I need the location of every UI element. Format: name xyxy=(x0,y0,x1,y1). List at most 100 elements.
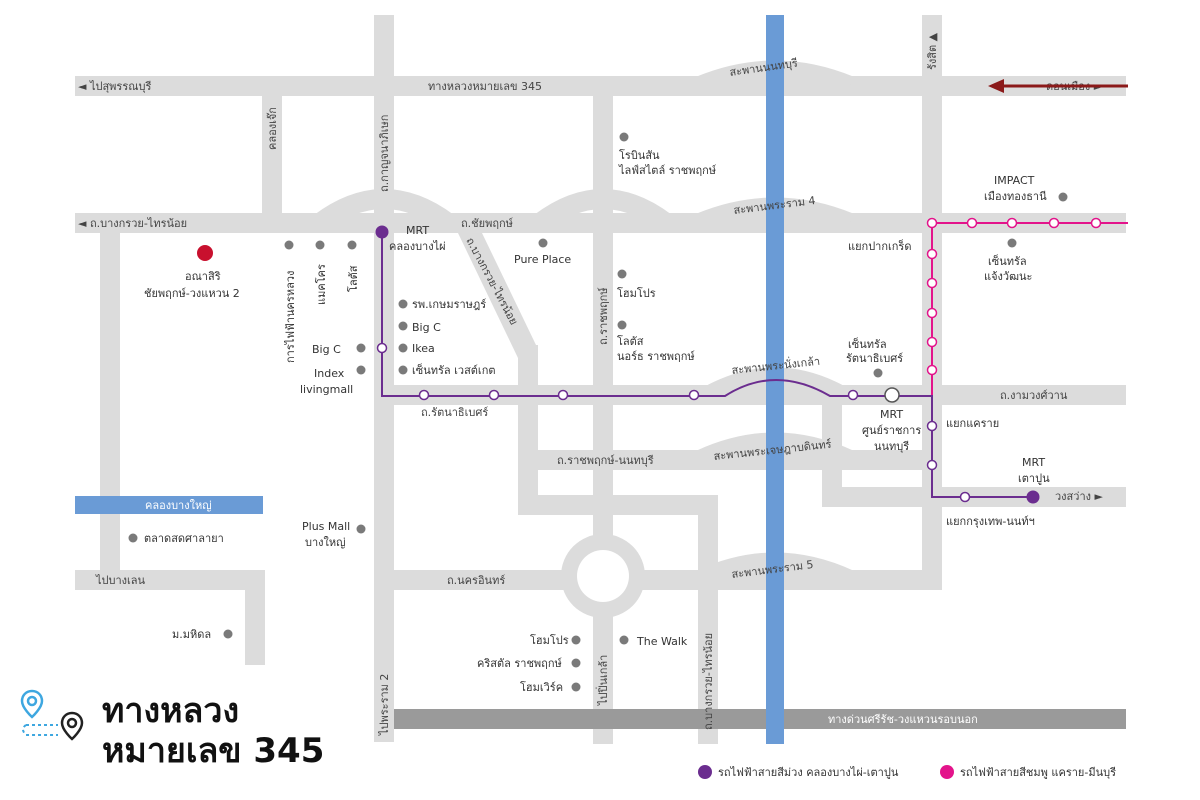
poi-homeworks: โฮมเวิร์ค xyxy=(520,680,563,694)
arch-chaiyaphruek-left xyxy=(314,189,454,232)
label-ratchaphruek-v: ถ.ราชพฤกษ์ xyxy=(597,287,610,345)
pink-line xyxy=(926,217,1128,395)
poi-dot xyxy=(398,321,408,331)
poi-homepro-bottom: โฮมโปร xyxy=(530,633,569,647)
poi-dot xyxy=(398,343,408,353)
route-pin-icon xyxy=(20,689,84,741)
poi-robinson-1: โรบินสัน xyxy=(619,148,660,162)
label-rattanathibet: ถ.รัตนาธิเบศร์ xyxy=(421,406,488,419)
poi-dot xyxy=(284,240,294,250)
poi-robinson-2: ไลฟ์สไตล์ ราชพฤกษ์ xyxy=(618,164,716,177)
legend-purple: รถไฟฟ้าสายสีม่วง คลองบางไผ่-เตาปูน xyxy=(698,763,898,781)
label-rangsit: รังสิต ▲ xyxy=(926,32,939,70)
legend-pink: รถไฟฟ้าสายสีชมพู แคราย-มีนบุรี xyxy=(940,763,1116,781)
station-mrt-ministry-3: นนทบุรี xyxy=(874,440,909,453)
label-expressway: ทางด่วนศรีรัช-วงแหวนรอบนอก xyxy=(828,713,978,726)
poi-dot xyxy=(619,635,629,645)
poi-dot xyxy=(128,533,138,543)
road-rattanathibet xyxy=(384,385,1126,405)
expressway xyxy=(394,709,1126,729)
purple-station xyxy=(959,491,971,503)
road-khlong-chik xyxy=(262,96,282,213)
poi-dot xyxy=(398,365,408,375)
title-line-2: หมายเลข 345 xyxy=(102,731,325,771)
road-vertical-518 xyxy=(518,345,538,515)
poi-plus-mall-1: Plus Mall xyxy=(302,520,350,533)
station-krungthep-nonthaburi: แยกกรุงเทพ-นนท์ฯ xyxy=(946,515,1035,528)
pink-station xyxy=(1048,217,1060,229)
poi-lotus-v: โลตัส xyxy=(346,265,360,292)
poi-ikea: Ikea xyxy=(412,342,435,355)
purple-line xyxy=(375,225,1040,504)
khlong-bang-yai-canal xyxy=(75,496,263,514)
poi-central-west: เซ็นทรัล เวสต์เกต xyxy=(412,363,496,377)
poi-dot xyxy=(1058,192,1068,202)
label-to-bang-len: ไปบางเลน xyxy=(95,574,146,587)
label-chaiyaphruek: ถ.ชัยพฤกษ์ xyxy=(461,217,513,230)
road-hwy345 xyxy=(75,76,1126,96)
poi-dot xyxy=(398,299,408,309)
label-bang-kruai-left: ◄ ถ.บางกรวย-ไทรน้อย xyxy=(78,217,187,230)
poi-dot xyxy=(347,240,357,250)
poi-kasemrad: รพ.เกษมราษฎร์ xyxy=(412,298,486,311)
poi-dot xyxy=(619,132,629,142)
label-ngam-wong-wan: ถ.งามวงศ์วาน xyxy=(1000,389,1068,402)
poi-central-cw-2: แจ้งวัฒนะ xyxy=(984,270,1032,283)
purple-station xyxy=(847,389,859,401)
poi-dot xyxy=(356,365,366,375)
project-marker xyxy=(197,245,213,261)
poi-dot xyxy=(571,635,581,645)
poi-dot xyxy=(315,240,325,250)
station-mrt-ministry-2: ศูนย์ราชการ xyxy=(862,424,921,437)
station-mrt-kbp-2: คลองบางไผ่ xyxy=(389,240,446,253)
poi-crystal: คริสตัล ราชพฤกษ์ xyxy=(477,657,562,670)
poi-the-walk: The Walk xyxy=(636,635,688,648)
label-to-bang-kruai-bottom: ถ.บางกรวย-ไทรน้อย xyxy=(702,633,715,730)
label-to-rama2: ไปพระราม 2 xyxy=(378,674,391,736)
label-hwy345: ทางหลวงหมายเลข 345 xyxy=(428,80,542,93)
road-network xyxy=(75,15,1126,744)
pink-station xyxy=(1090,217,1102,229)
pink-station xyxy=(926,364,938,376)
purple-station xyxy=(488,389,500,401)
poi-impact-1: IMPACT xyxy=(994,174,1035,187)
label-khlong-bang-yai: คลองบางใหญ่ xyxy=(145,499,212,512)
purple-station xyxy=(926,420,938,432)
road-518-bottom xyxy=(518,495,718,515)
poi-lotus-1: โลตัส xyxy=(617,334,644,348)
poi-plus-mall-2: บางใหญ่ xyxy=(305,536,346,549)
pink-station xyxy=(926,307,938,319)
station-khae-rai: แยกแคราย xyxy=(946,417,999,430)
legend-purple-label: รถไฟฟ้าสายสีม่วง คลองบางไผ่-เตาปูน xyxy=(718,766,899,779)
poi-dot xyxy=(571,658,581,668)
pink-station xyxy=(926,277,938,289)
poi-big-c-right: Big C xyxy=(412,321,441,334)
purple-line-swatch xyxy=(698,765,712,779)
poi-dot xyxy=(571,682,581,692)
poi-homepro-top: โฮมโปร xyxy=(617,286,656,300)
road-vertical-700 xyxy=(698,495,718,744)
poi-dot xyxy=(617,320,627,330)
arch-chaiyaphruek-mid xyxy=(533,189,673,232)
mrt-ministry-interchange xyxy=(884,387,900,403)
pink-line-swatch xyxy=(940,765,954,779)
label-to-suphanburi: ◄ ไปสุพรรณบุรี xyxy=(78,80,151,93)
poi-makro: แมคโคร xyxy=(314,264,328,305)
purple-station xyxy=(418,389,430,401)
roundabout-center xyxy=(577,550,629,602)
road-west-vertical xyxy=(100,233,120,570)
poi-dot xyxy=(538,238,548,248)
project-name-1: อณาสิริ xyxy=(185,270,221,283)
mrt-khlong-bang-phai-terminal xyxy=(375,225,389,239)
legend-pink-label: รถไฟฟ้าสายสีชมพู แคราย-มีนบุรี xyxy=(960,766,1116,779)
station-mrt-kbp-1: MRT xyxy=(406,224,429,237)
purple-station xyxy=(557,389,569,401)
label-khlong-chik: คลองเจ๊ก xyxy=(266,107,279,150)
poi-sala-market: ตลาดสดศาลายา xyxy=(144,532,224,545)
purple-station xyxy=(376,342,388,354)
poi-pure-place: Pure Place xyxy=(514,253,571,266)
poi-dot xyxy=(223,629,233,639)
poi-dot xyxy=(617,269,627,279)
project-name-2: ชัยพฤกษ์-วงแหวน 2 xyxy=(144,287,240,300)
station-pak-kret: แยกปากเกร็ด xyxy=(848,239,912,253)
